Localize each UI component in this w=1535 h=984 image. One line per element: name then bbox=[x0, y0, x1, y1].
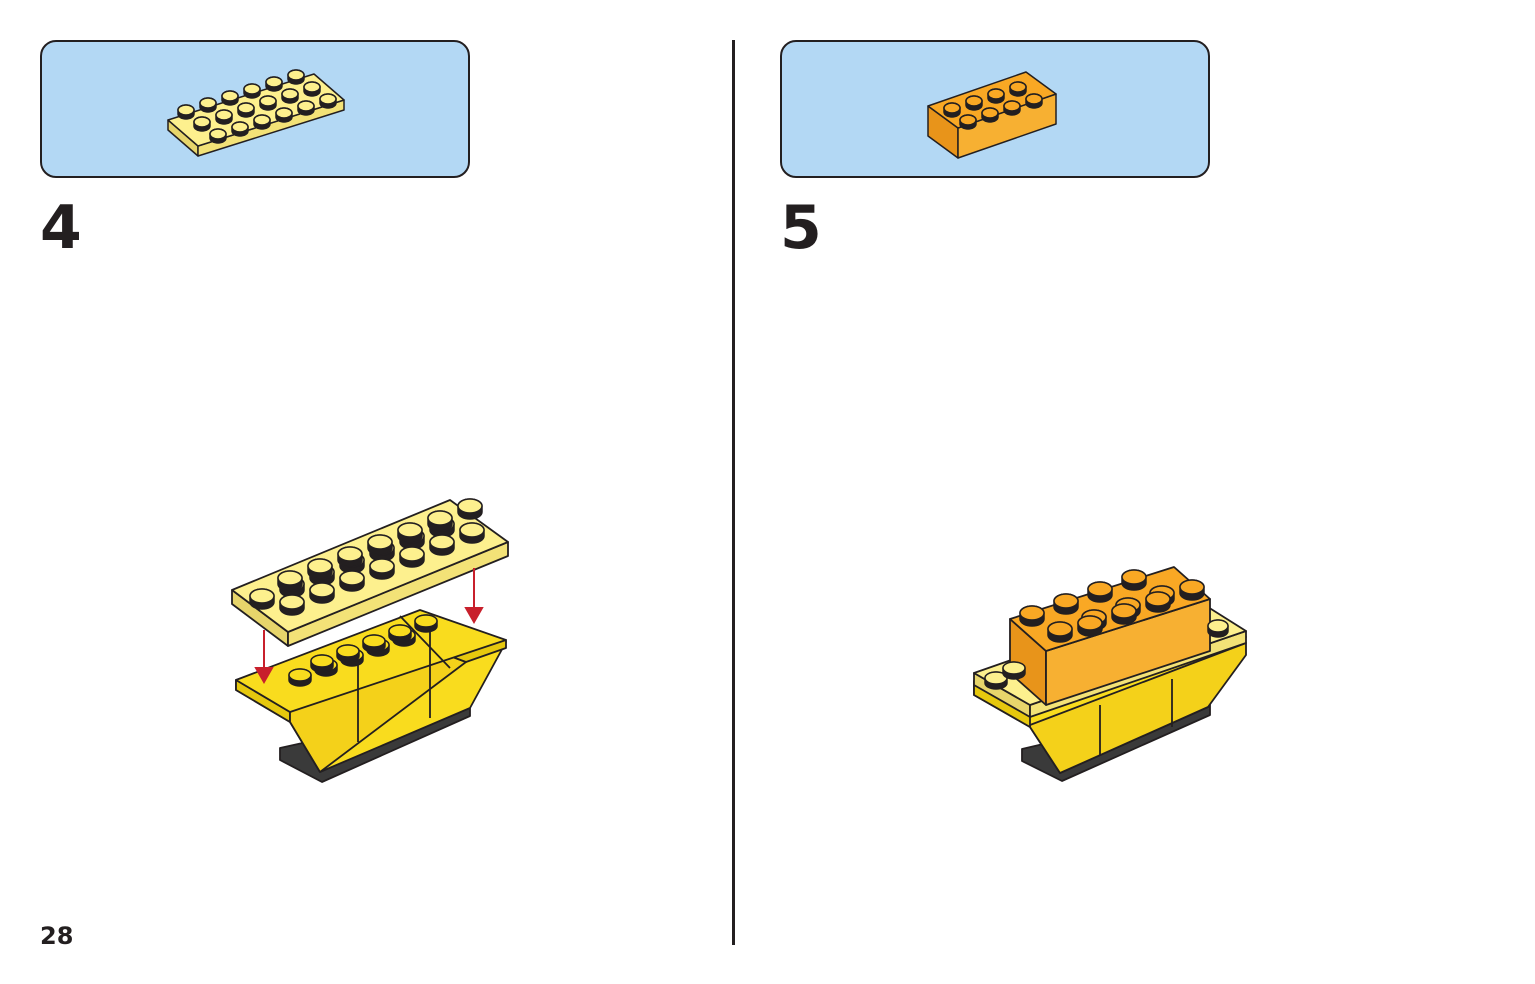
stud bbox=[288, 668, 312, 687]
stud bbox=[310, 654, 334, 673]
page-number: 28 bbox=[40, 922, 74, 950]
stud bbox=[281, 88, 299, 104]
stud bbox=[1009, 81, 1027, 97]
parts-callout-step-4 bbox=[40, 40, 470, 178]
stud bbox=[307, 558, 333, 580]
stud bbox=[1019, 605, 1045, 627]
stud bbox=[199, 97, 217, 113]
stud bbox=[237, 102, 255, 118]
stud bbox=[279, 594, 305, 616]
stud bbox=[1077, 615, 1103, 637]
stud bbox=[427, 510, 453, 532]
stud bbox=[1053, 593, 1079, 615]
stud bbox=[231, 121, 249, 137]
stud bbox=[1087, 581, 1113, 603]
stud bbox=[209, 128, 227, 144]
attach-arrow-left bbox=[254, 630, 274, 685]
stud bbox=[1145, 591, 1171, 613]
stud bbox=[965, 95, 983, 111]
stud bbox=[253, 114, 271, 130]
attach-arrow-right bbox=[464, 568, 484, 625]
step-number-4: 4 bbox=[40, 193, 82, 263]
stud bbox=[177, 104, 195, 120]
stud bbox=[399, 546, 425, 568]
stud bbox=[1121, 569, 1147, 591]
stud bbox=[309, 582, 335, 604]
stud bbox=[339, 570, 365, 592]
step-5-illustration bbox=[960, 555, 1260, 799]
step-4-illustration bbox=[220, 490, 520, 794]
stud bbox=[388, 624, 412, 643]
stud bbox=[1002, 661, 1026, 680]
stud bbox=[337, 546, 363, 568]
stud bbox=[1025, 93, 1043, 109]
stud bbox=[369, 558, 395, 580]
plate-2x6-light-yellow-icon bbox=[167, 69, 345, 157]
stud bbox=[943, 102, 961, 118]
stud bbox=[249, 588, 275, 610]
stud bbox=[275, 107, 293, 123]
stud bbox=[981, 107, 999, 123]
stud bbox=[1111, 603, 1137, 625]
stud bbox=[221, 90, 239, 106]
stud bbox=[367, 534, 393, 556]
stud bbox=[959, 114, 977, 130]
stud bbox=[215, 109, 233, 125]
stud bbox=[987, 88, 1005, 104]
stud bbox=[297, 100, 315, 116]
stud bbox=[277, 570, 303, 592]
stud bbox=[429, 534, 455, 556]
stud bbox=[1047, 621, 1073, 643]
column-divider bbox=[732, 40, 735, 945]
parts-callout-step-5 bbox=[780, 40, 1210, 178]
stud bbox=[457, 498, 483, 520]
stud bbox=[193, 116, 211, 132]
stud bbox=[259, 95, 277, 111]
step-number-5: 5 bbox=[780, 193, 822, 263]
stud bbox=[1207, 619, 1229, 638]
stud bbox=[287, 69, 305, 85]
brick-2x4-orange-icon bbox=[927, 71, 1057, 159]
stud bbox=[243, 83, 261, 99]
stud bbox=[336, 644, 360, 663]
stud bbox=[303, 81, 321, 97]
stud bbox=[1179, 579, 1205, 601]
stud bbox=[1003, 100, 1021, 116]
stud bbox=[362, 634, 386, 653]
stud bbox=[319, 93, 337, 109]
stud bbox=[397, 522, 423, 544]
stud bbox=[414, 614, 438, 633]
stud bbox=[265, 76, 283, 92]
stud bbox=[459, 522, 485, 544]
